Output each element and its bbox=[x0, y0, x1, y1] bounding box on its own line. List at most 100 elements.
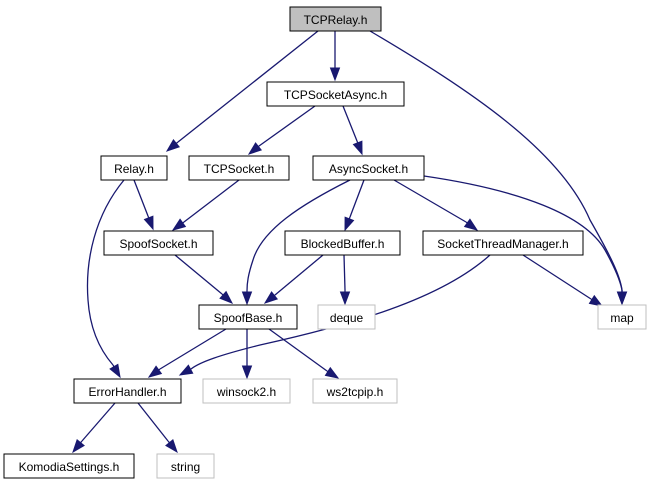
arrowhead-icon bbox=[147, 365, 163, 378]
edge-connector bbox=[590, 298, 593, 301]
node-spoofsocket[interactable]: SpoofSocket.h bbox=[103, 230, 214, 256]
arrowhead-icon bbox=[241, 365, 253, 380]
edge-line bbox=[342, 105, 358, 142]
edge-line bbox=[423, 175, 623, 291]
arrowhead-icon bbox=[247, 142, 263, 155]
edge-connector bbox=[167, 440, 170, 444]
edge-line bbox=[258, 105, 316, 147]
arrowhead-icon bbox=[241, 291, 253, 306]
node-label: AsyncSocket.h bbox=[329, 162, 408, 176]
node-box bbox=[597, 304, 647, 330]
edge-line bbox=[343, 254, 346, 291]
node-komodiasettings[interactable]: KomodiaSettings.h bbox=[3, 453, 135, 479]
edge-tcprelay-to-tcpsocketasync bbox=[329, 31, 341, 82]
node-box bbox=[317, 304, 376, 330]
edge-connector bbox=[112, 364, 115, 367]
arrowhead-icon bbox=[329, 67, 341, 82]
arrowhead-icon bbox=[109, 363, 121, 379]
arrowhead-icon bbox=[344, 216, 355, 232]
node-label: KomodiaSettings.h bbox=[19, 460, 120, 474]
node-label: SpoofBase.h bbox=[214, 311, 283, 325]
node-label: ws2tcpip.h bbox=[326, 385, 384, 399]
edge-connector bbox=[147, 215, 150, 219]
edge-line bbox=[81, 402, 116, 442]
edge-relay-to-errorhandler bbox=[86, 179, 125, 379]
edge-line bbox=[133, 179, 149, 217]
node-box bbox=[198, 304, 298, 330]
arrowhead-icon bbox=[616, 291, 628, 306]
node-tcpsocket[interactable]: TCPSocket.h bbox=[188, 155, 290, 181]
edge-line bbox=[159, 328, 227, 370]
arrowhead-icon bbox=[588, 294, 604, 307]
node-label: TCPSocket.h bbox=[204, 162, 275, 176]
edge-line bbox=[274, 254, 324, 296]
edge-asyncsocket-to-spoofbase bbox=[241, 179, 351, 306]
edge-spoofbase-to-winsock2 bbox=[241, 329, 253, 380]
edge-line bbox=[183, 179, 240, 223]
edge-spoofbase-to-errorhandler bbox=[147, 328, 227, 378]
arrowhead-icon bbox=[165, 439, 178, 454]
node-blockedbuffer[interactable]: BlockedBuffer.h bbox=[284, 230, 401, 256]
node-errorhandler[interactable]: ErrorHandler.h bbox=[73, 378, 182, 404]
edge-blockedbuffer-to-spoofbase bbox=[263, 254, 324, 304]
node-box bbox=[103, 230, 214, 256]
edge-line bbox=[393, 179, 467, 223]
edge-socketthreadmanager-to-errorhandler bbox=[178, 254, 491, 376]
arrowhead-icon bbox=[324, 366, 340, 379]
node-box bbox=[73, 378, 182, 404]
edge-connector bbox=[356, 140, 359, 144]
arrowhead-icon bbox=[463, 218, 479, 231]
arrowhead-icon bbox=[178, 364, 194, 376]
edge-connector bbox=[182, 221, 185, 224]
edge-tcpsocketasync-to-tcpsocket bbox=[247, 105, 316, 155]
node-relay[interactable]: Relay.h bbox=[100, 155, 168, 181]
node-label: winsock2.h bbox=[216, 385, 276, 399]
edge-line bbox=[137, 402, 169, 442]
node-box bbox=[188, 155, 290, 181]
edge-tcpsocket-to-spoofsocket bbox=[171, 179, 240, 231]
node-box bbox=[100, 155, 168, 181]
node-winsock2: winsock2.h bbox=[202, 378, 291, 404]
edge-connector bbox=[175, 141, 179, 144]
edge-asyncsocket-to-blockedbuffer bbox=[344, 179, 365, 232]
node-deque: deque bbox=[317, 304, 376, 330]
edge-line bbox=[174, 254, 223, 295]
node-label: ErrorHandler.h bbox=[88, 385, 166, 399]
node-label: string bbox=[171, 460, 200, 474]
node-box bbox=[312, 155, 425, 181]
node-label: Relay.h bbox=[114, 162, 154, 176]
arrowhead-icon bbox=[171, 218, 187, 231]
edge-connector bbox=[80, 440, 83, 444]
arrowhead-icon bbox=[72, 439, 85, 454]
node-box bbox=[284, 230, 401, 256]
arrowhead-icon bbox=[352, 140, 363, 156]
edge-errorhandler-to-string bbox=[137, 402, 178, 454]
node-box bbox=[156, 453, 215, 479]
edge-asyncsocket-to-socketthreadmanager bbox=[393, 179, 479, 231]
node-tcprelay[interactable]: TCPRelay.h bbox=[289, 6, 382, 32]
node-label: map bbox=[610, 311, 634, 325]
node-label: BlockedBuffer.h bbox=[301, 237, 385, 251]
edge-line bbox=[177, 30, 319, 143]
edge-connector bbox=[273, 294, 276, 297]
node-box bbox=[266, 81, 405, 107]
node-label: TCPRelay.h bbox=[304, 13, 368, 27]
edge-spoofsocket-to-spoofbase bbox=[174, 254, 234, 304]
edge-connector bbox=[326, 370, 329, 373]
edges-layer bbox=[72, 30, 628, 454]
node-map: map bbox=[597, 304, 647, 330]
node-socketthreadmanager[interactable]: SocketThreadManager.h bbox=[422, 230, 584, 256]
edge-errorhandler-to-komodiasettings bbox=[72, 402, 116, 454]
edge-socketthreadmanager-to-map bbox=[522, 254, 604, 307]
edge-line bbox=[268, 328, 328, 372]
edge-line bbox=[522, 254, 592, 300]
node-tcpsocketasync[interactable]: TCPSocketAsync.h bbox=[266, 81, 405, 107]
node-box bbox=[422, 230, 584, 256]
node-box bbox=[202, 378, 291, 404]
edge-connector bbox=[158, 368, 161, 371]
node-asyncsocket[interactable]: AsyncSocket.h bbox=[312, 155, 425, 181]
node-spoofbase[interactable]: SpoofBase.h bbox=[198, 304, 298, 330]
arrowhead-icon bbox=[339, 291, 351, 306]
node-string: string bbox=[156, 453, 215, 479]
